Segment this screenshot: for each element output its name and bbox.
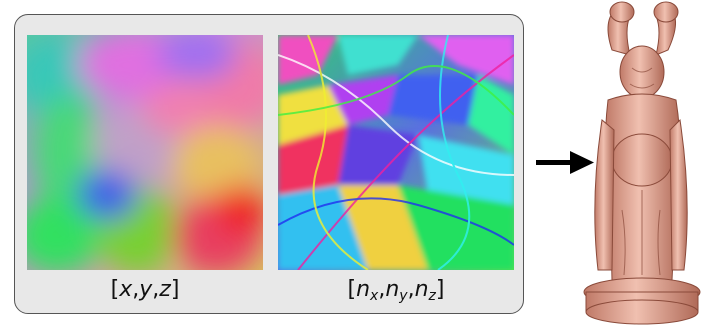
- geometry-image-panel: [x,y,z]: [14, 14, 524, 314]
- normal-geometry-image: [278, 35, 514, 270]
- normal-caption: [nx,ny,nz]: [347, 277, 445, 304]
- buddha-mesh-render: [572, 0, 708, 329]
- arrow-right-icon: [536, 150, 596, 176]
- position-geometry-image: [27, 35, 263, 270]
- position-caption: [x,y,z]: [110, 277, 180, 302]
